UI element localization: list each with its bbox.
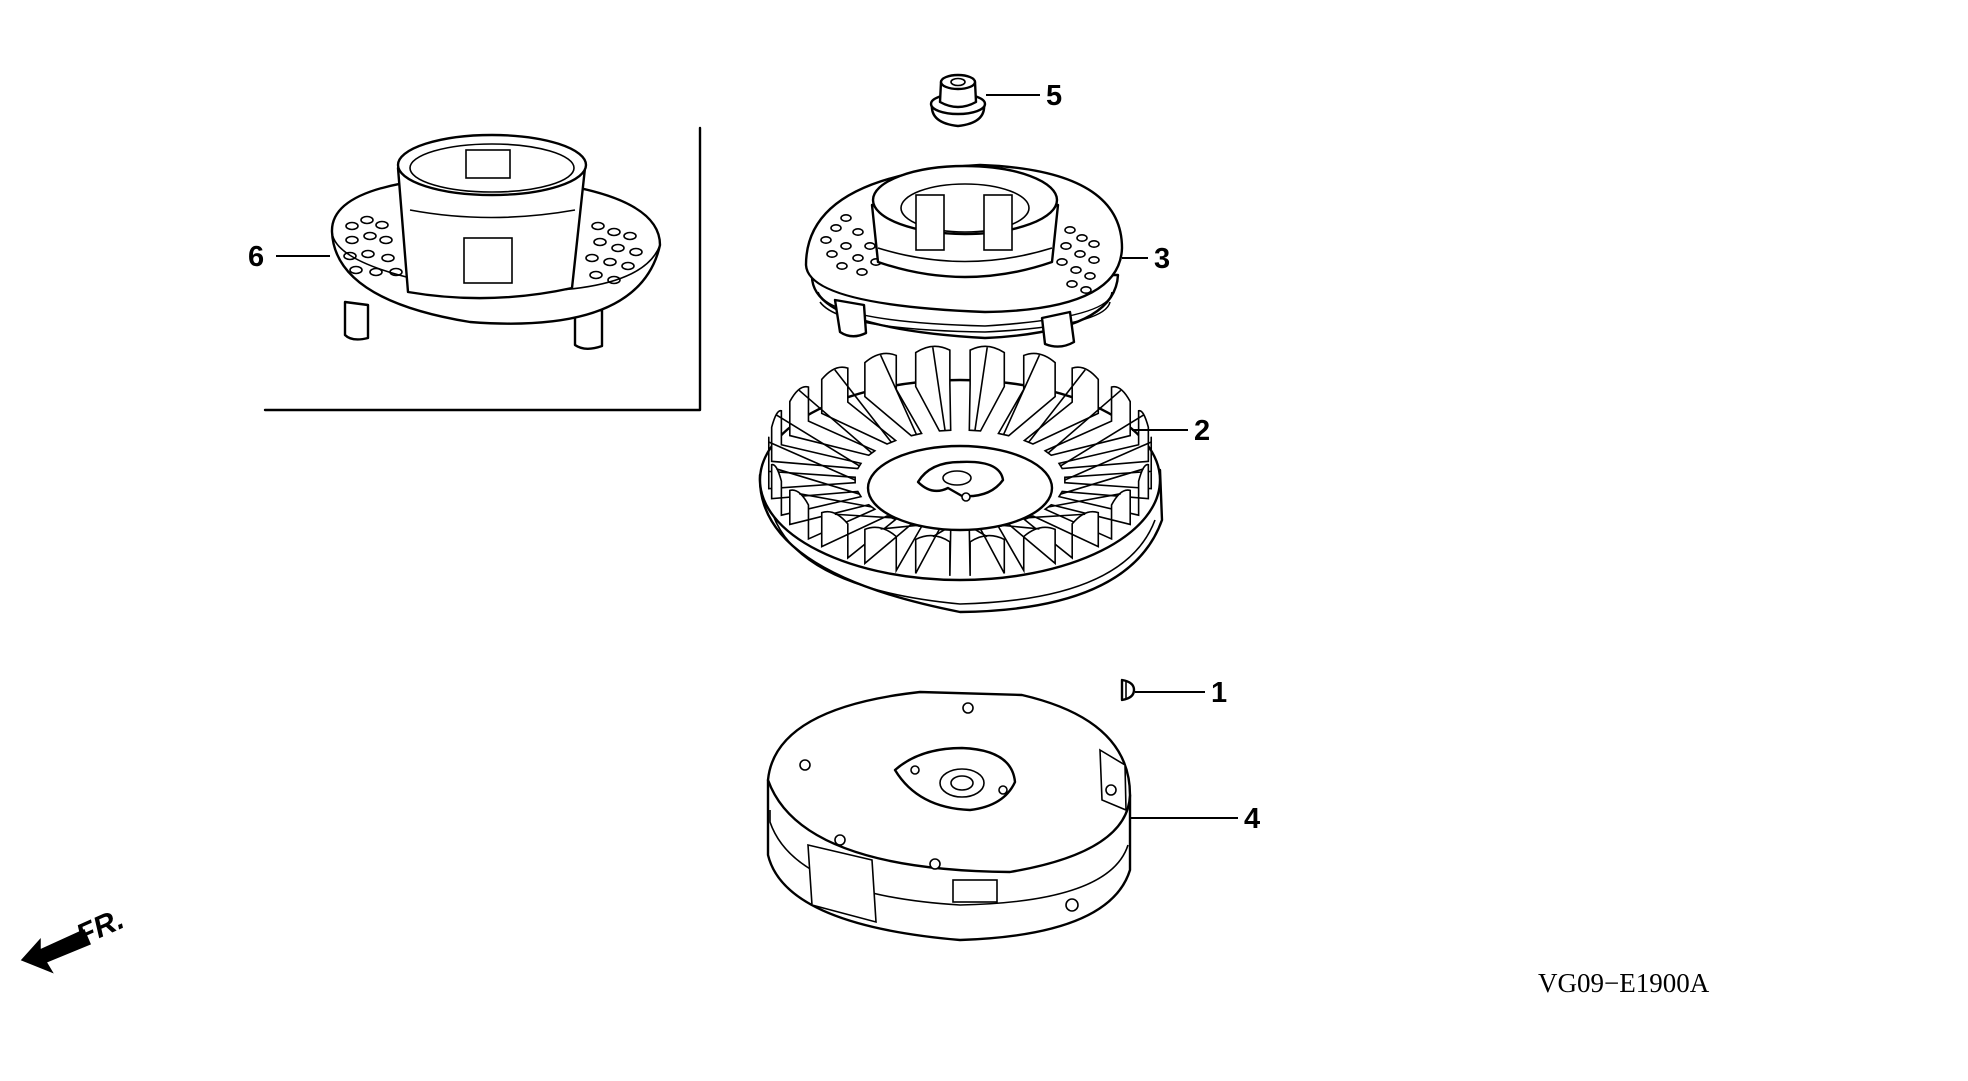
fan-blades <box>767 345 1153 576</box>
fan-blade <box>914 528 952 576</box>
part-3-starter-pulley <box>804 163 1124 348</box>
callout-3: 3 <box>1154 243 1170 275</box>
part-4-flywheel <box>766 690 1132 942</box>
fan-blade-edge <box>880 524 917 530</box>
fan-blade-edge <box>931 347 946 431</box>
callout-6: 6 <box>248 241 264 273</box>
fan-blade-edge <box>768 441 856 481</box>
fan-blade <box>767 436 856 490</box>
part-1-key <box>1120 678 1136 702</box>
fan-blade-edge <box>974 347 989 431</box>
callout-5: 5 <box>1046 80 1062 112</box>
fan-blade-edge <box>1002 354 1041 435</box>
vent-holes <box>820 214 1100 294</box>
inset-frame <box>263 126 702 412</box>
fan-blade <box>770 409 863 470</box>
fan-blade-edge <box>1060 414 1144 467</box>
callout-4: 4 <box>1244 803 1260 835</box>
fan-blade-edge <box>798 389 873 454</box>
fan-blade-edge <box>1060 468 1144 495</box>
fan-blade <box>820 366 898 445</box>
fan-blade-edge <box>776 414 860 467</box>
fan-blade-edge <box>879 354 918 435</box>
leader-lines <box>276 94 1238 819</box>
vent-holes-right <box>585 221 643 285</box>
fan-blade <box>1057 409 1150 470</box>
diagram-code: VG09−E1900A <box>1538 968 1710 998</box>
fan-blade-edge <box>1028 513 1086 519</box>
fan-blade-edge <box>932 528 946 538</box>
fan-blade <box>1022 366 1100 445</box>
fan-blade-edge <box>834 513 892 519</box>
part-2-cooling-fan <box>758 345 1164 614</box>
fan-blade <box>1043 385 1131 457</box>
front-arrow-icon <box>20 929 91 974</box>
fan-blade-edge <box>1003 524 1040 530</box>
fan-blade-edge <box>834 369 892 443</box>
fan-blade-edge <box>1048 492 1122 508</box>
fan-blade <box>864 523 923 574</box>
fan-blade-edge <box>1064 441 1152 481</box>
fan-blade-edge <box>1028 369 1086 443</box>
part-6-rotor-cup <box>330 133 662 350</box>
front-direction-indicator: FR. <box>20 903 129 974</box>
callout-1: 1 <box>1211 677 1227 709</box>
part-5-flange-nut <box>929 73 987 128</box>
fan-blade <box>789 385 877 457</box>
fan-blade-edge <box>974 528 988 538</box>
callout-2: 2 <box>1194 415 1210 447</box>
fan-blade-edge <box>798 492 872 508</box>
fan-blade-edge <box>776 468 860 495</box>
fan-blade-edge <box>1047 389 1122 454</box>
vent-holes-left <box>343 215 403 277</box>
fan-blade <box>820 510 898 560</box>
